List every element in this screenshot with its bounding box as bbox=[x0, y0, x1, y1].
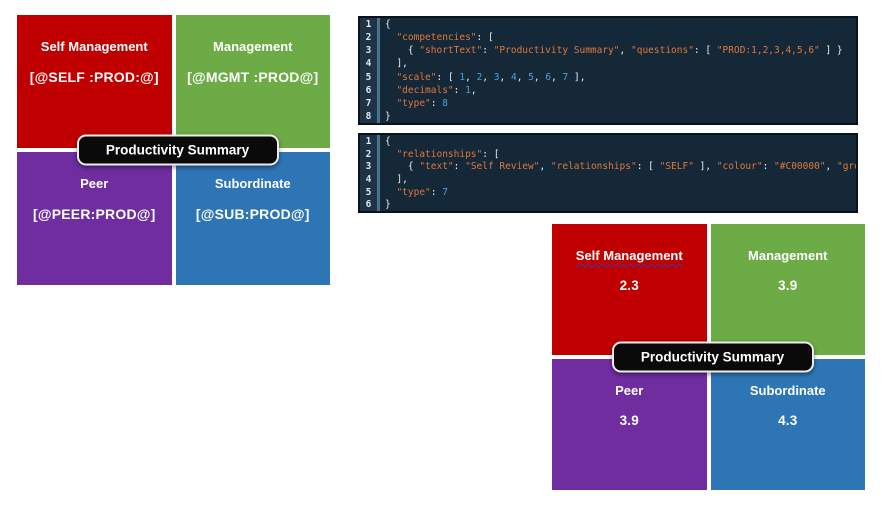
quadrant-subordinate: Subordinate 4.3 bbox=[710, 359, 865, 490]
chart-title-pill: Productivity Summary bbox=[76, 134, 279, 166]
code-line: 6} bbox=[360, 198, 856, 211]
code-line: 5 "scale": [ 1, 2, 3, 4, 5, 6, 7 ], bbox=[360, 70, 856, 84]
quadrant-score: 4.3 bbox=[778, 413, 798, 428]
quadrant-label: Self Management bbox=[40, 39, 148, 54]
line-number: 5 bbox=[360, 70, 377, 84]
code-block-relationships: 1{2 "relationships": [3 { "text": "Self … bbox=[358, 133, 858, 213]
gutter-divider bbox=[377, 160, 380, 174]
gutter-divider bbox=[377, 135, 380, 148]
code-line: 4 ], bbox=[360, 173, 856, 186]
quadrant-label: Management bbox=[748, 248, 828, 263]
code-text: "type": 8 bbox=[396, 97, 448, 109]
quadrant-value-placeholder: [@SUB:PROD@] bbox=[195, 206, 310, 222]
gutter-divider bbox=[377, 96, 380, 110]
gutter-divider bbox=[377, 18, 380, 32]
gutter-divider bbox=[377, 31, 380, 45]
gutter-divider bbox=[377, 173, 380, 186]
line-number: 2 bbox=[360, 31, 377, 45]
quadrant-label: Subordinate bbox=[749, 383, 826, 398]
gutter-divider bbox=[377, 185, 380, 199]
code-text: "type": 7 bbox=[396, 186, 448, 198]
quadrant-self-management: Self Management [@SELF :PROD:@] bbox=[17, 15, 172, 148]
code-text: ], bbox=[385, 58, 408, 70]
quadrant-label: Peer bbox=[615, 383, 644, 398]
code-line: 1{ bbox=[360, 135, 856, 148]
quadrant-value-placeholder: [@SELF :PROD:@] bbox=[29, 69, 159, 85]
line-number: 6 bbox=[360, 83, 377, 97]
code-line: 4 ], bbox=[360, 57, 856, 71]
line-number: 3 bbox=[360, 44, 377, 58]
line-number: 3 bbox=[360, 160, 377, 174]
quadrant-label: Self Management bbox=[575, 248, 683, 263]
code-text: "relationships": [ bbox=[396, 148, 500, 160]
quadrant-score: 3.9 bbox=[778, 278, 798, 293]
quadrant-chart-template: Self Management [@SELF :PROD:@] Manageme… bbox=[17, 15, 330, 285]
gutter-divider bbox=[377, 198, 380, 211]
code-line: 3 { "text": "Self Review", "relationship… bbox=[360, 160, 856, 174]
line-number: 2 bbox=[360, 147, 377, 161]
code-line: 2 "relationships": [ bbox=[360, 147, 856, 161]
code-line: 2 "competencies": [ bbox=[360, 31, 856, 45]
line-number: 1 bbox=[360, 18, 377, 32]
quadrant-chart-rendered: Self Management 2.3 Management 3.9 Peer … bbox=[552, 224, 865, 490]
code-text: ], bbox=[385, 173, 408, 185]
code-text: "scale": [ 1, 2, 3, 4, 5, 6, 7 ], bbox=[396, 71, 586, 83]
code-text: } bbox=[385, 110, 391, 122]
quadrant-label: Peer bbox=[80, 176, 109, 191]
line-number: 6 bbox=[360, 198, 377, 211]
chart-title-pill: Productivity Summary bbox=[611, 341, 814, 373]
quadrant-label: Management bbox=[213, 39, 293, 54]
line-number: 8 bbox=[360, 109, 377, 123]
quadrant-management: Management 3.9 bbox=[710, 224, 865, 355]
gutter-divider bbox=[377, 70, 380, 84]
quadrant-self-management: Self Management 2.3 bbox=[552, 224, 707, 355]
quadrant-peer: Peer 3.9 bbox=[552, 359, 707, 490]
code-text: { bbox=[385, 135, 391, 147]
gutter-divider bbox=[377, 147, 380, 161]
code-text: { "text": "Self Review", "relationships"… bbox=[385, 161, 856, 173]
line-number: 1 bbox=[360, 135, 377, 148]
code-text: { bbox=[385, 19, 391, 31]
code-text: } bbox=[385, 199, 391, 211]
quadrant-management: Management [@MGMT :PROD@] bbox=[175, 15, 330, 148]
code-line: 5 "type": 7 bbox=[360, 185, 856, 199]
gutter-divider bbox=[377, 44, 380, 58]
line-number: 7 bbox=[360, 96, 377, 110]
code-block-competencies: 1{2 "competencies": [3 { "shortText": "P… bbox=[358, 16, 858, 125]
code-line: 3 { "shortText": "Productivity Summary",… bbox=[360, 44, 856, 58]
code-line: 7 "type": 8 bbox=[360, 96, 856, 110]
code-line: 8} bbox=[360, 109, 856, 123]
line-number: 4 bbox=[360, 173, 377, 186]
gutter-divider bbox=[377, 109, 380, 123]
quadrant-value-placeholder: [@MGMT :PROD@] bbox=[187, 69, 319, 85]
code-text: "competencies": [ bbox=[396, 32, 494, 44]
code-line: 6 "decimals": 1, bbox=[360, 83, 856, 97]
quadrant-score: 3.9 bbox=[619, 413, 639, 428]
code-text: "decimals": 1, bbox=[396, 84, 477, 96]
line-number: 4 bbox=[360, 57, 377, 71]
gutter-divider bbox=[377, 83, 380, 97]
line-number: 5 bbox=[360, 185, 377, 199]
quadrant-peer: Peer [@PEER:PROD@] bbox=[17, 152, 172, 285]
quadrant-subordinate: Subordinate [@SUB:PROD@] bbox=[175, 152, 330, 285]
code-line: 1{ bbox=[360, 18, 856, 32]
quadrant-value-placeholder: [@PEER:PROD@] bbox=[33, 206, 156, 222]
code-text: { "shortText": "Productivity Summary", "… bbox=[385, 45, 843, 57]
quadrant-label: Subordinate bbox=[214, 176, 291, 191]
gutter-divider bbox=[377, 57, 380, 71]
quadrant-score: 2.3 bbox=[619, 278, 639, 293]
